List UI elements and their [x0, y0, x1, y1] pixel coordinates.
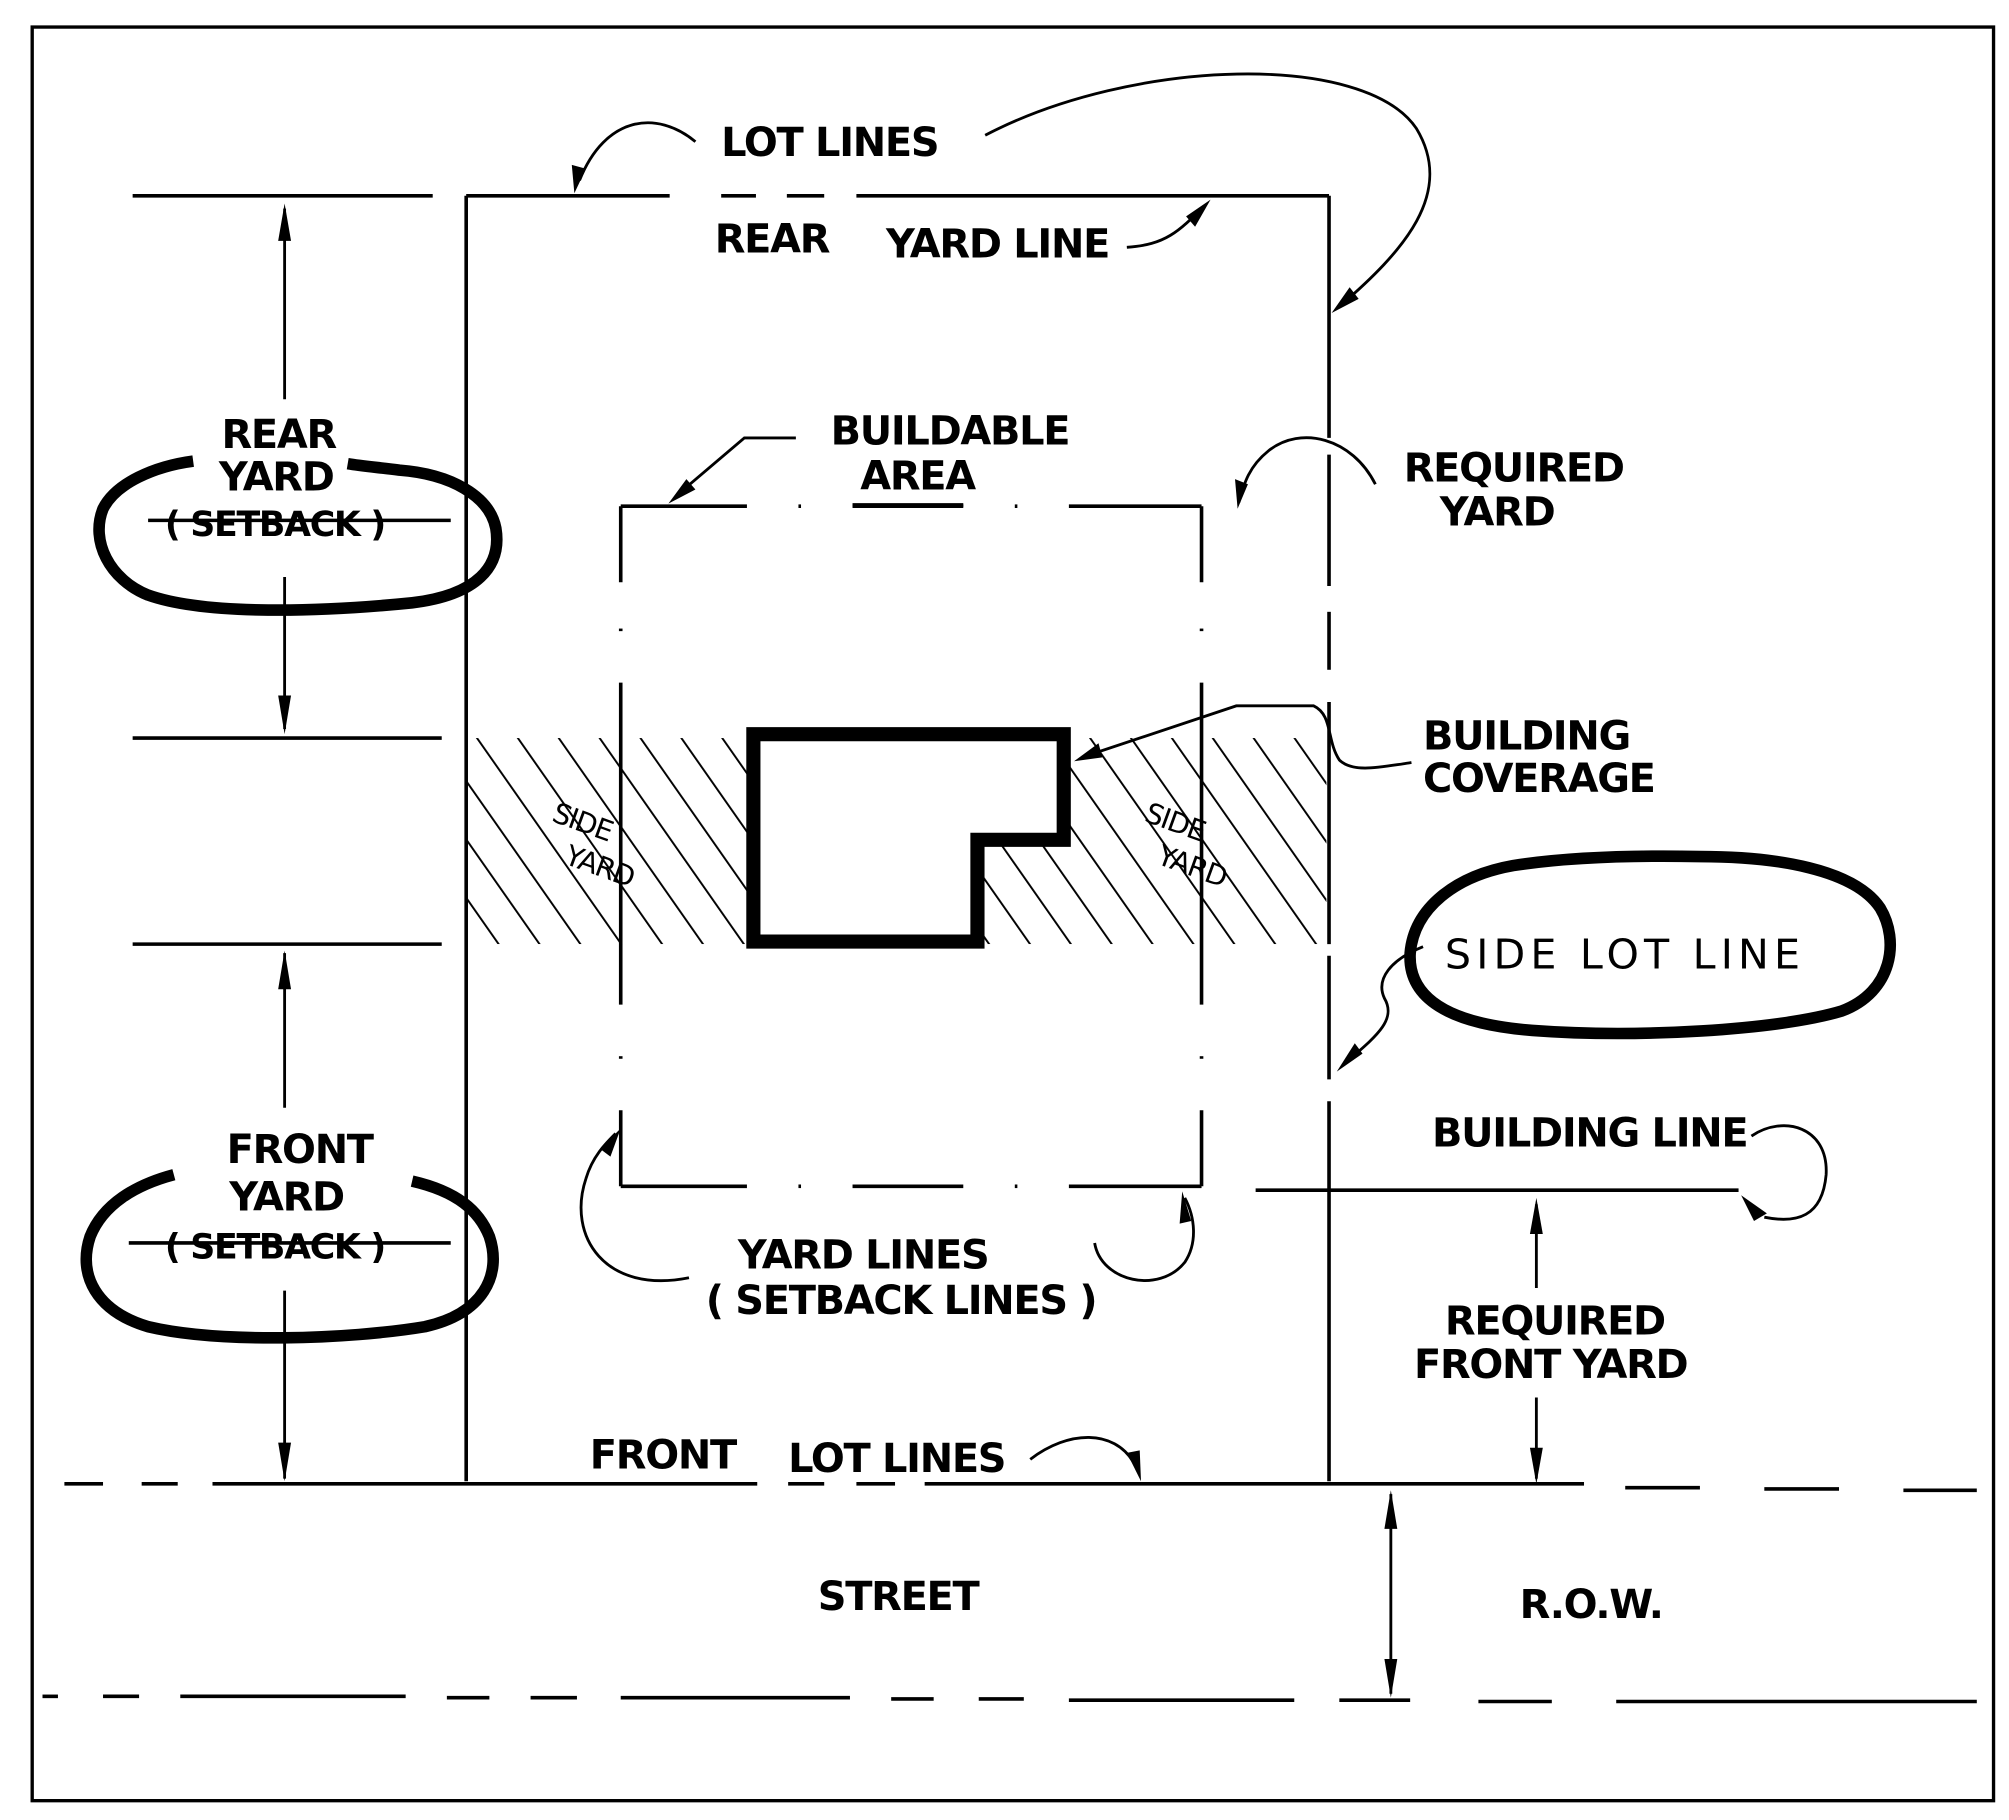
arrowhead-down-icon	[1384, 1658, 1398, 1698]
arrowhead-up-icon	[1384, 1490, 1398, 1529]
label-required-front-yard-2: FRONT YARD	[1414, 1342, 1688, 1388]
label-front-yard-2: YARD	[228, 1175, 344, 1221]
building-coverage-leader	[1074, 704, 1412, 770]
label-row: R.O.W.	[1520, 1582, 1663, 1628]
label-rear-yard-2: YARD	[218, 455, 334, 501]
label-side-lot-line: SIDE LOT LINE	[1445, 931, 1805, 979]
rear-yard-cloud	[93, 455, 503, 616]
arrowhead-up-icon	[1529, 1197, 1543, 1234]
arrowhead-down-icon	[278, 1442, 292, 1482]
buildable-area-yard-lines	[618, 504, 1204, 1189]
label-required-yard-1: REQUIRED	[1404, 446, 1624, 492]
label-building-coverage-1: BUILDING	[1423, 714, 1630, 760]
side-lot-line-cloud	[1404, 850, 1896, 1040]
label-setback-lines: ( SETBACK LINES )	[706, 1278, 1097, 1324]
yard-lines-leader-left	[579, 1128, 690, 1283]
label-buildable: BUILDABLE	[831, 408, 1070, 454]
label-yard-lines: YARD LINES	[737, 1233, 988, 1279]
building-line-leader	[1741, 1124, 1828, 1222]
arrowhead-down-icon	[278, 695, 292, 735]
street-far-edge	[42, 1694, 1977, 1704]
arrowhead-up-icon	[278, 203, 292, 241]
arrowhead-down-icon	[1529, 1447, 1543, 1484]
rear-yard-line-leader	[1126, 199, 1211, 249]
yard-lines-leader-right	[1093, 1191, 1195, 1282]
arrowhead-up-icon	[278, 950, 292, 990]
front-lot-line	[64, 1482, 1977, 1493]
label-required-yard-2: YARD	[1439, 490, 1555, 536]
required-yard-leader	[1235, 436, 1377, 509]
label-front: FRONT	[590, 1432, 737, 1478]
label-front-yard-3: ( SETBACK )	[165, 1227, 385, 1267]
front-lot-lines-leader	[1029, 1436, 1142, 1482]
label-front-lot-lines: LOT LINES	[788, 1436, 1005, 1482]
label-rear-yard-3: ( SETBACK )	[165, 505, 385, 545]
lot-lines-leader-right	[984, 72, 1432, 313]
lot-lines-leader-left	[571, 121, 697, 194]
label-rear: REAR	[715, 216, 830, 262]
label-front-yard-1: FRONT	[227, 1127, 374, 1173]
label-area: AREA	[860, 453, 976, 499]
label-street: STREET	[818, 1574, 980, 1620]
label-building-line: BUILDING LINE	[1432, 1110, 1747, 1156]
front-yard-cloud	[80, 1169, 499, 1344]
label-lot-lines: LOT LINES	[721, 120, 938, 166]
label-building-coverage-2: COVERAGE	[1423, 756, 1655, 802]
outer-frame	[30, 25, 1996, 1803]
label-required-front-yard-1: REQUIRED	[1445, 1298, 1665, 1344]
side-lot-line-leader	[1336, 945, 1424, 1072]
label-rear-yard-1: REAR	[222, 412, 337, 458]
label-yard-line: YARD LINE	[885, 222, 1109, 268]
building-footprint	[746, 727, 1071, 949]
buildable-area-leader	[668, 436, 796, 504]
